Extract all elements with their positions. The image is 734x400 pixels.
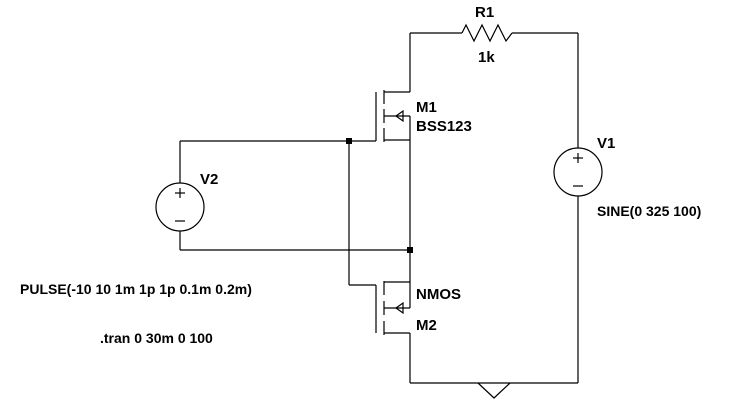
ground-symbol [477,382,511,399]
m2-model: NMOS [416,286,461,303]
resistor-symbol [461,23,513,43]
v1-name: V1 [597,135,615,152]
m1-name: M1 [416,99,437,116]
tran-directive: .tran 0 30m 0 100 [100,330,213,346]
r1-name: R1 [475,4,494,21]
m1-model: BSS123 [416,118,472,135]
voltage-source-symbol [155,182,205,232]
m2-name: M2 [416,317,437,334]
r1-value: 1k [478,49,495,66]
nmos-symbol [375,90,411,142]
junction-dot [346,138,352,144]
v2-value: PULSE(-10 10 1m 1p 1p 0.1m 0.2m) [20,281,252,297]
voltage-source-symbol [553,144,603,200]
v1-value: SINE(0 325 100) [597,203,701,219]
wires [179,32,579,384]
junction-dot [407,247,413,253]
v2-name: V2 [200,171,218,188]
nmos-symbol [375,281,411,335]
